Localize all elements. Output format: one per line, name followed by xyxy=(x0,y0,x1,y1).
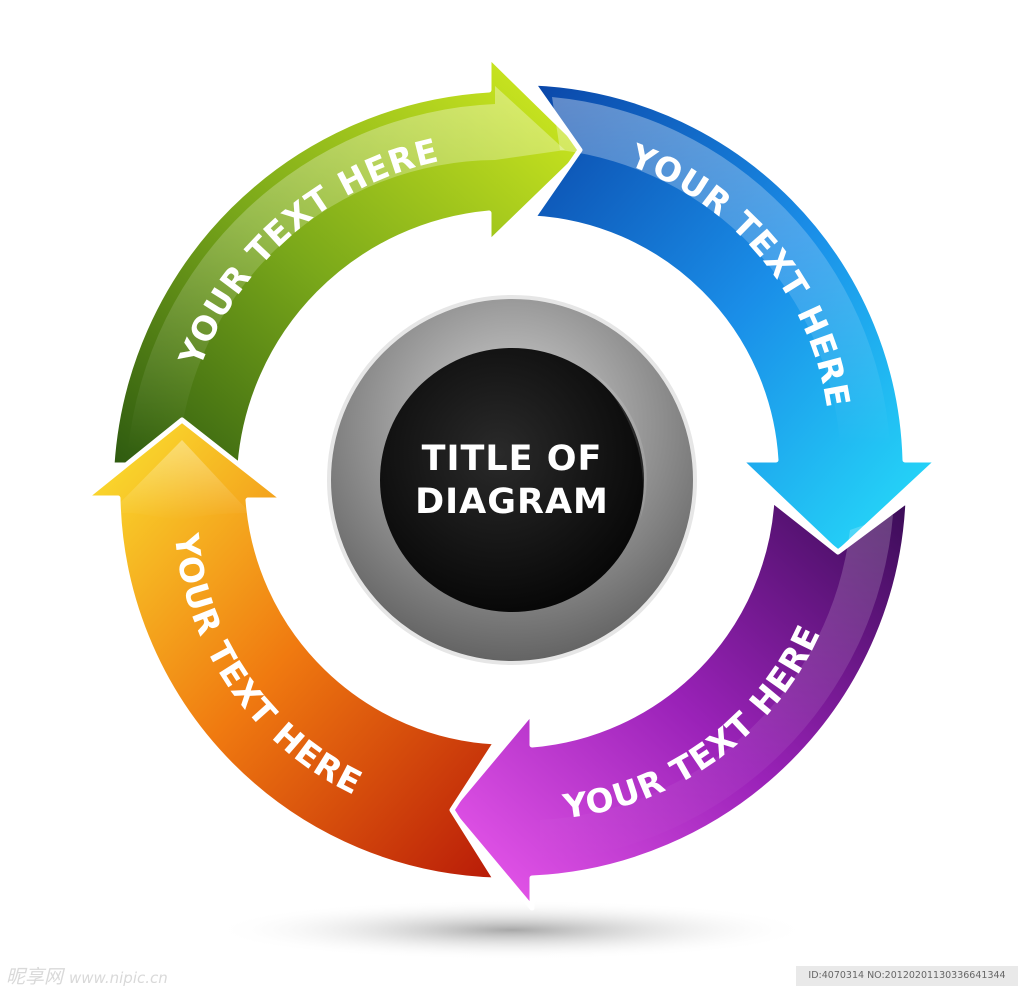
green-arrow xyxy=(109,53,588,468)
purple-arrow-body xyxy=(447,497,911,911)
watermark-logo-text: 昵享网 xyxy=(6,966,64,988)
orange-arrow-highlight xyxy=(110,440,250,520)
watermark-url: www.nipic.cn xyxy=(69,969,168,987)
ground-shadow xyxy=(212,900,812,960)
blue-arrow-body xyxy=(530,80,941,556)
blue-arrow-highlight xyxy=(552,97,890,445)
blue-arrow xyxy=(530,80,941,556)
watermark-logo: 昵享网 www.nipic.cn xyxy=(6,962,168,989)
center-disc: TITLE OF DIAGRAM xyxy=(327,295,697,665)
orange-arrow xyxy=(82,417,499,883)
center-gloss xyxy=(590,370,647,520)
center-title-line-1: TITLE OF xyxy=(422,439,603,479)
green-arrow-highlight xyxy=(128,86,565,450)
purple-arrow xyxy=(447,497,911,911)
orange-arrow-body xyxy=(82,417,499,883)
center-title-line-2: DIAGRAM xyxy=(415,482,609,522)
watermark-id: ID:4070314 NO:20120201130336641344 xyxy=(796,966,1018,986)
center-core xyxy=(380,348,644,612)
purple-arrow-highlight xyxy=(540,515,893,862)
